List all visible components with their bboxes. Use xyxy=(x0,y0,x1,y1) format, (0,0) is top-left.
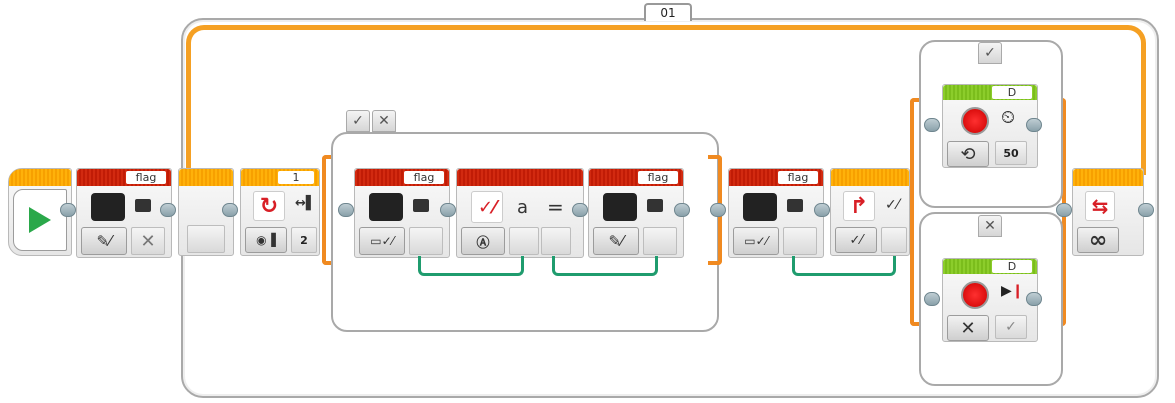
briefcase-icon xyxy=(369,193,403,221)
loop-interrupt-slot xyxy=(187,225,225,253)
switch-bracket-left xyxy=(910,98,924,326)
operator-label: = xyxy=(547,195,564,219)
case-true-tab[interactable]: ✓ xyxy=(346,110,370,132)
small-briefcase-icon xyxy=(413,199,429,212)
port-label[interactable]: 1 xyxy=(278,171,314,184)
start-block[interactable] xyxy=(8,168,72,256)
switch-icon: ↱ xyxy=(843,191,875,221)
sequence-plug xyxy=(60,203,76,217)
mode-selector-text[interactable]: Ⓐ xyxy=(461,227,505,255)
case-false-tab[interactable]: ✕ xyxy=(372,110,396,132)
briefcase-icon xyxy=(743,193,777,221)
output-value xyxy=(783,227,817,255)
variable-block-read[interactable]: flag ▭✓⁄ xyxy=(728,168,824,258)
sequence-plug xyxy=(338,203,354,217)
sequence-output-plug[interactable] xyxy=(1138,203,1154,217)
sequence-plug xyxy=(1026,292,1042,306)
value-input[interactable] xyxy=(643,227,677,255)
output-result xyxy=(541,227,571,255)
logic-icon: ✓⁄ xyxy=(885,197,900,213)
motor-rotation-icon: ↻ xyxy=(253,191,285,221)
data-wire[interactable] xyxy=(792,256,896,276)
switch-bracket-left xyxy=(322,155,336,265)
input-a-label: a xyxy=(517,197,529,218)
loop-end-block[interactable]: ⇆ ∞ xyxy=(1072,168,1144,256)
sequence-plug xyxy=(440,203,456,217)
speed-gauge-icon: ⏲ xyxy=(1001,107,1016,128)
variable-block-read[interactable]: flag ▭✓⁄ xyxy=(354,168,450,258)
loop-name-tab[interactable]: 01 xyxy=(644,3,692,21)
sequence-plug xyxy=(222,203,238,217)
output-value xyxy=(409,227,443,255)
mode-selector-write-logic[interactable]: ✎⁄ xyxy=(81,227,127,255)
mode-selector-read-logic[interactable]: ▭✓⁄ xyxy=(733,227,779,255)
loop-icon: ⇆ xyxy=(1085,191,1115,221)
sequence-plug xyxy=(1026,118,1042,132)
mode-selector-off[interactable]: ✕ xyxy=(947,315,989,341)
sequence-plug xyxy=(814,203,830,217)
variable-block-write[interactable]: flag ✎⁄ ✕ xyxy=(76,168,172,258)
data-wire[interactable] xyxy=(552,256,658,276)
variable-block-write[interactable]: flag ✎⁄ xyxy=(588,168,684,258)
medium-motor-icon xyxy=(961,107,989,135)
logic-icon: ✓⁄ xyxy=(471,191,503,223)
motor-rotation-block[interactable]: 1 ↻ ↔▌ ◉▐ 2 xyxy=(240,168,320,256)
sequence-plug xyxy=(924,118,940,132)
power-input[interactable]: 50 xyxy=(995,141,1027,165)
loop-start-block[interactable] xyxy=(178,168,234,256)
briefcase-icon xyxy=(603,193,637,221)
port-label[interactable]: D xyxy=(992,260,1032,273)
small-briefcase-icon xyxy=(647,199,663,212)
small-briefcase-icon xyxy=(135,199,151,212)
medium-motor-off-block[interactable]: D ▶❙ ✕ ✓ xyxy=(942,258,1038,342)
sequence-plug xyxy=(160,203,176,217)
mode-selector-on[interactable]: ⟲ xyxy=(947,141,989,167)
mode-selector-compare[interactable]: ◉▐ xyxy=(245,227,287,253)
play-icon xyxy=(29,207,51,233)
start-button[interactable] xyxy=(13,189,67,251)
case-false-tab[interactable]: ✕ xyxy=(978,215,1002,237)
sequence-plug xyxy=(924,292,940,306)
variable-name-label[interactable]: flag xyxy=(126,171,166,184)
sequence-plug xyxy=(674,203,690,217)
case-true-tab[interactable]: ✓ xyxy=(978,42,1002,64)
medium-motor-icon xyxy=(961,281,989,309)
sequence-plug xyxy=(1056,203,1072,217)
brake-input[interactable]: ✓ xyxy=(995,315,1027,339)
small-briefcase-icon xyxy=(787,199,803,212)
variable-name-label[interactable]: flag xyxy=(638,171,678,184)
loop-wire xyxy=(186,25,1146,175)
port-label[interactable]: D xyxy=(992,86,1032,99)
mode-selector-read-logic[interactable]: ▭✓⁄ xyxy=(359,227,405,255)
direction-icon: ↔▌ xyxy=(295,196,316,211)
loop-mode-selector[interactable]: ∞ xyxy=(1077,227,1119,253)
sequence-plug xyxy=(572,203,588,217)
logic-input[interactable] xyxy=(881,227,907,253)
compare-text-block[interactable]: ✓⁄ a = Ⓐ xyxy=(456,168,584,258)
mode-selector-write-logic[interactable]: ✎⁄ xyxy=(593,227,639,255)
value-input[interactable]: 2 xyxy=(291,227,317,253)
medium-motor-on-block[interactable]: D ⏲ ⟲ 50 xyxy=(942,84,1038,168)
mode-selector-logic[interactable]: ✓⁄ xyxy=(835,227,877,253)
variable-name-label[interactable]: flag xyxy=(404,171,444,184)
variable-name-label[interactable]: flag xyxy=(778,171,818,184)
data-wire[interactable] xyxy=(418,256,524,276)
switch-logic-block[interactable]: ↱ ✓⁄ ✓⁄ xyxy=(830,168,910,256)
value-input[interactable]: ✕ xyxy=(131,227,165,255)
briefcase-icon xyxy=(91,193,125,221)
brake-icon: ▶❙ xyxy=(1001,283,1024,299)
sequence-plug xyxy=(710,203,726,217)
input-a[interactable] xyxy=(509,227,539,255)
